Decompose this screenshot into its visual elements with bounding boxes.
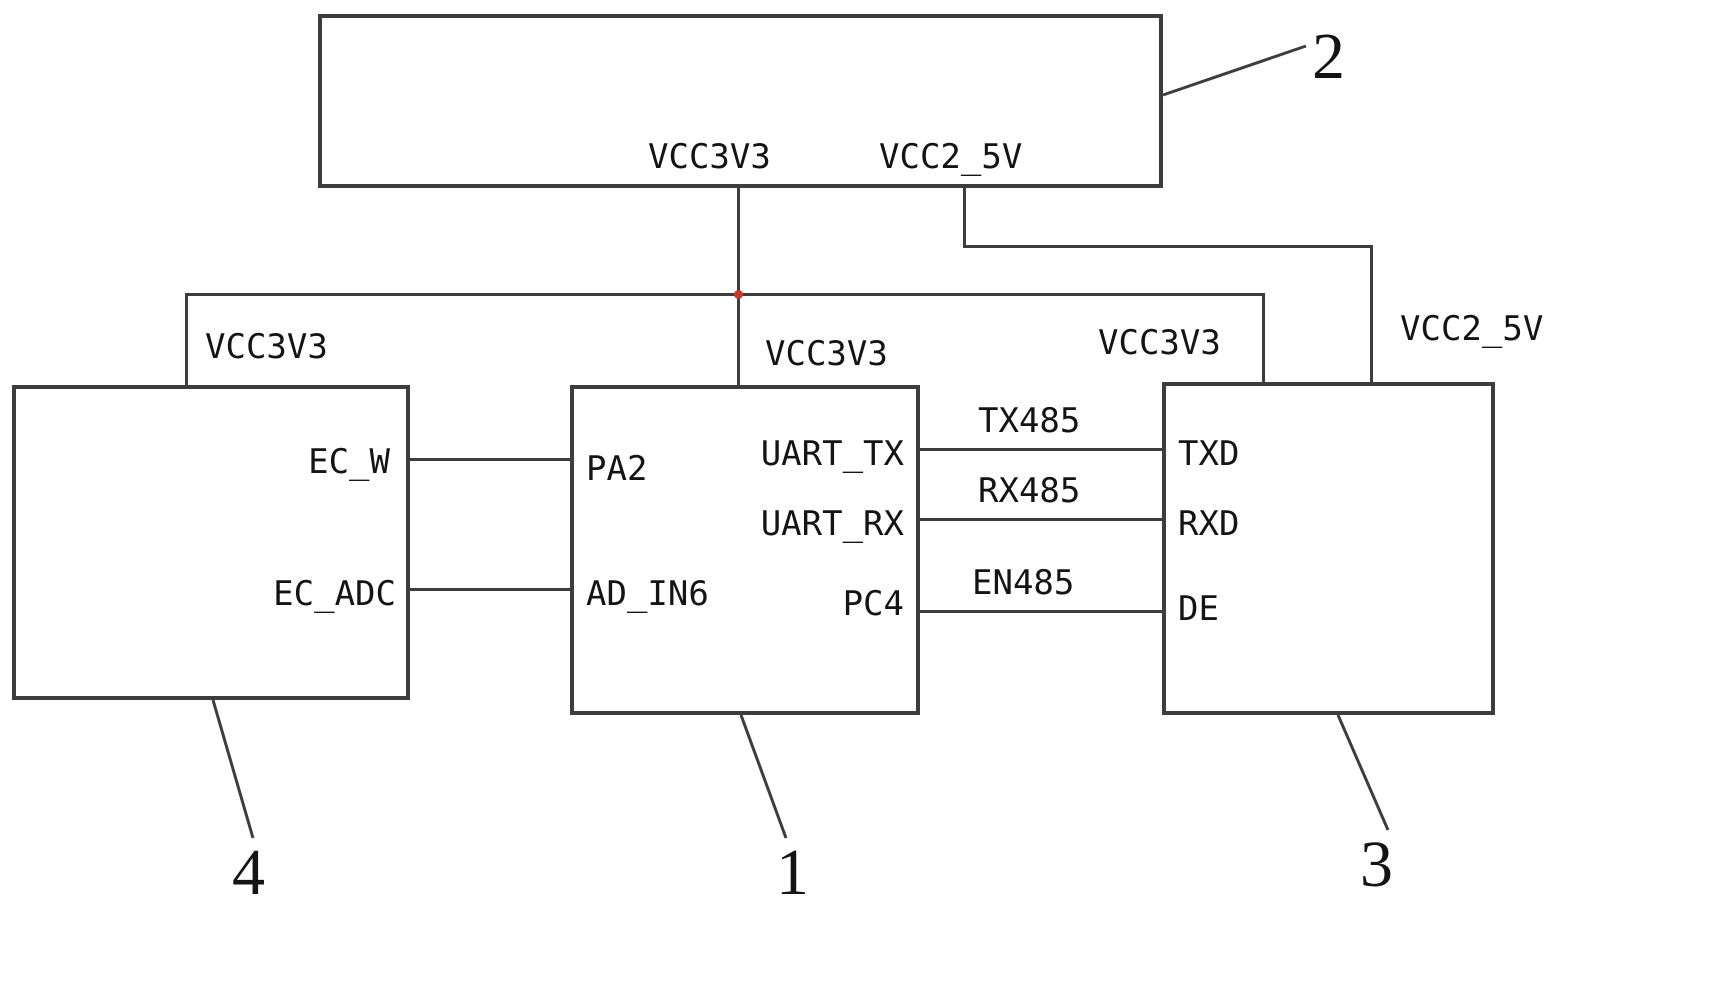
power-pin-vcc3v3: VCC3V3: [648, 137, 771, 177]
wire-vcc2-5v-to-transceiver: [1370, 245, 1373, 382]
sensor-pin-ec-w: EC_W: [308, 442, 390, 482]
rail-label-vcc2-5v-right: VCC2_5V: [1400, 309, 1544, 349]
ref-number-3: 3: [1360, 828, 1393, 901]
mcu-pin-pa2: PA2: [586, 449, 648, 489]
ref-number-2: 2: [1312, 20, 1345, 93]
rail-label-vcc3v3-mid: VCC3V3: [765, 334, 888, 374]
transceiver-pin-rxd: RXD: [1178, 504, 1240, 544]
wire-vcc3v3-rail: [185, 293, 1265, 296]
power-module-block: VCC3V3 VCC2_5V: [318, 14, 1163, 188]
junction-dot: [734, 290, 743, 299]
wire-en485: [920, 610, 1162, 613]
mcu-pin-pc4: PC4: [842, 584, 904, 624]
leader-line-4: [211, 699, 255, 839]
leader-line-1: [739, 714, 788, 839]
leader-line-2: [1162, 44, 1307, 97]
wire-vcc2-5v-drop: [963, 188, 966, 248]
net-label-tx485: TX485: [978, 401, 1081, 441]
wire-vcc3v3-power-to-mcu: [737, 188, 740, 385]
rail-label-vcc3v3-right: VCC3V3: [1098, 323, 1221, 363]
mcu-pin-ad-in6: AD_IN6: [586, 574, 709, 614]
leader-line-3: [1336, 714, 1390, 831]
sensor-pin-ec-adc: EC_ADC: [273, 574, 396, 614]
transceiver-block: TXD RXD DE: [1162, 382, 1495, 715]
wire-vcc2-5v-horizontal: [963, 245, 1373, 248]
ref-number-4: 4: [232, 836, 265, 909]
mcu-pin-uart-tx: UART_TX: [760, 434, 904, 474]
sensor-block: EC_W EC_ADC: [12, 385, 410, 700]
wire-ec-adc: [410, 588, 570, 591]
rail-label-vcc3v3-left: VCC3V3: [205, 327, 328, 367]
mcu-pin-uart-rx: UART_RX: [760, 504, 904, 544]
mcu-block: PA2 AD_IN6 UART_TX UART_RX PC4: [570, 385, 920, 715]
wire-vcc3v3-rail-to-transceiver: [1262, 293, 1265, 382]
net-label-en485: EN485: [972, 563, 1075, 603]
wire-vcc3v3-rail-to-sensor: [185, 293, 188, 385]
wire-ec-w: [410, 458, 570, 461]
power-pin-vcc2-5v: VCC2_5V: [879, 137, 1023, 177]
transceiver-pin-de: DE: [1178, 589, 1219, 629]
transceiver-pin-txd: TXD: [1178, 434, 1240, 474]
wire-tx485: [920, 448, 1162, 451]
ref-number-1: 1: [776, 836, 809, 909]
net-label-rx485: RX485: [978, 471, 1081, 511]
wire-rx485: [920, 518, 1162, 521]
